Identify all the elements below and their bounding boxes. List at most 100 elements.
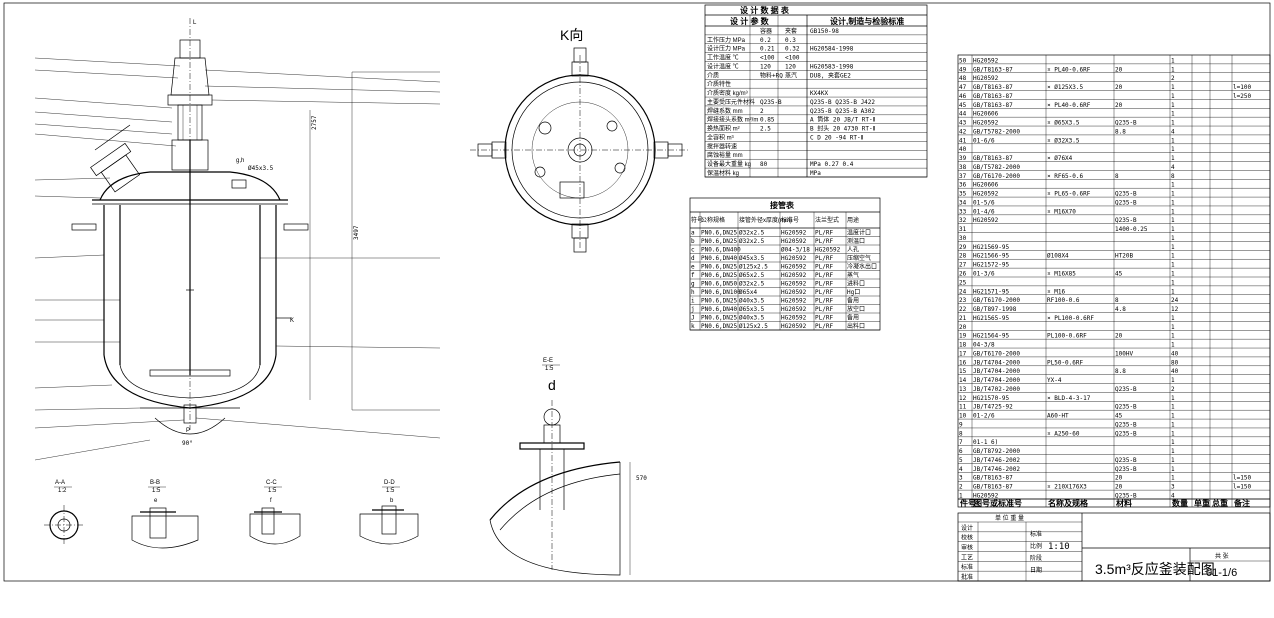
parts-cell: HG21566-95: [973, 253, 1010, 260]
nozzle-cell: 备用: [847, 297, 859, 305]
parts-cell: 5: [959, 457, 963, 464]
parts-cell: HG21570-95: [973, 395, 1010, 402]
parts-cell: 1: [1171, 315, 1175, 322]
nozzle-table-title: 接管表: [770, 200, 795, 210]
design-standard-value: HG20583-1998: [810, 63, 854, 70]
parts-cell: GB/T5782-2000: [973, 128, 1020, 135]
parts-cell: Q235-B: [1115, 457, 1137, 464]
parts-cell: 1: [1171, 226, 1175, 233]
parts-cell: 33: [959, 208, 967, 215]
design-vessel-value: 0.2: [760, 37, 771, 44]
design-jacket-value: 蒸汽: [785, 71, 797, 79]
parts-header: 数量: [1172, 498, 1188, 508]
parts-cell: 8: [1171, 173, 1175, 180]
nozzle-cell: PL/RF: [815, 323, 833, 330]
parts-cell: 23: [959, 297, 967, 304]
design-param-name: 保温材料 kg: [707, 169, 739, 177]
parts-cell: 13: [959, 386, 967, 393]
nozzle-cell: Ø40x3.5: [739, 298, 765, 305]
title-block-label: 审核: [961, 544, 973, 552]
parts-cell: GB/T8163-87: [973, 155, 1013, 162]
design-vessel-value: 2.5: [760, 126, 771, 133]
nozzle-cell: PL/RF: [815, 306, 833, 313]
nozzle-cell: Ø65x2.5: [739, 272, 765, 279]
nozzle-cell: PL/RF: [815, 289, 833, 296]
parts-cell: 24: [959, 288, 967, 295]
parts-cell: 10: [959, 413, 967, 420]
design-vessel-value: 2: [760, 108, 764, 115]
nozzle-cell: HG20592: [781, 264, 807, 271]
ee-view: E-E 1:5 d 570: [489, 358, 647, 576]
design-param-name: 工作温度 ℃: [707, 54, 739, 62]
nozzle-cell: Ø04-3/18: [781, 247, 810, 254]
design-standard-value: Q235-B Q235-B J422: [810, 99, 875, 106]
nozzle-cell: Ø125x2.5: [739, 264, 768, 271]
parts-cell: 1: [1171, 57, 1175, 64]
nozzle-cell: PL/RF: [815, 264, 833, 271]
parts-cell: 2: [959, 484, 963, 491]
support-lug-left: [71, 223, 97, 231]
nozzle-cell: HG20592: [781, 272, 807, 279]
parts-cell: 40: [1171, 350, 1179, 357]
leaders-left: [34, 57, 185, 461]
parts-cell: 35: [959, 191, 967, 198]
svg-text:E-E: E-E: [543, 358, 553, 364]
nozzle-cell: b: [691, 238, 695, 245]
design-standard-value: Q235-B Q235-B A302: [810, 108, 875, 115]
parts-cell: 1: [1171, 102, 1175, 109]
parts-cell: 1: [1171, 377, 1175, 384]
detail-cc: C-C 1:5 f: [249, 480, 301, 545]
design-param-name: 全容积 m³: [707, 133, 734, 141]
parts-cell: HG20592: [973, 57, 999, 64]
parts-cell: Q235-B: [1115, 217, 1137, 224]
parts-cell: 24: [1171, 297, 1179, 304]
svg-text:标准: 标准: [1030, 530, 1042, 538]
parts-cell: 4: [1171, 164, 1175, 171]
nozzle-cell: d: [691, 255, 695, 262]
parts-cell: 8.8: [1115, 368, 1126, 375]
sheet-head: 共 张: [1215, 552, 1229, 560]
parts-cell: 20: [1115, 475, 1123, 482]
parts-cell: GB/T8163-87: [973, 93, 1013, 100]
parts-cell: ¤ Ø32X3.5: [1047, 137, 1080, 144]
parts-cell: RF100-0.6: [1047, 297, 1080, 304]
svg-text:比例: 比例: [1030, 542, 1042, 550]
nozzle-cell: PN0.6,DN100: [701, 289, 741, 296]
main-p-label: P: [186, 428, 190, 434]
parts-cell: 50: [959, 57, 967, 64]
design-param-name: 焊接接头系数 m²/m: [707, 116, 758, 124]
svg-text:2757: 2757: [311, 115, 318, 130]
parts-cell: ¤ Ø76X4: [1047, 155, 1073, 162]
parts-cell: HG21571-95: [973, 288, 1010, 295]
note-45: Ø45x3.5: [248, 165, 274, 172]
parts-cell: l=150: [1233, 484, 1251, 491]
main-top-label: L: [193, 20, 197, 26]
parts-cell: 18: [959, 342, 967, 349]
parts-cell: HG20606: [973, 182, 999, 189]
svg-text:1:2: 1:2: [58, 488, 67, 494]
nozzle-cell: PN0.6,DN25: [701, 272, 738, 279]
parts-cell: GB/T8163-87: [973, 66, 1013, 73]
shell-bottom: [119, 364, 261, 399]
nozzle-cell: 冷凝水出口: [847, 263, 877, 271]
parts-cell: 37: [959, 173, 967, 180]
design-standard-value: B 封头 20 4730 RT-Ⅱ: [810, 125, 876, 133]
nozzle-cell: PN0.6,DN40: [701, 306, 738, 313]
parts-header: 备注: [1233, 498, 1250, 508]
nozzle-cell: 温度计口: [847, 229, 871, 237]
nozzle-cell: HG20592: [781, 255, 807, 262]
parts-cell: 34: [959, 199, 967, 206]
nozzle-cell: PL/RF: [815, 255, 833, 262]
design-param-name: 主要受压元件材料: [707, 98, 755, 106]
parts-cell: 3: [1171, 484, 1175, 491]
svg-text:b: b: [390, 498, 394, 504]
parts-cell: GB/T8163-87: [973, 84, 1013, 91]
nozzle-cell: PL/RF: [815, 238, 833, 245]
ee-flange: [519, 442, 585, 450]
design-vessel-value: 容器: [760, 27, 772, 35]
nozzle-cell: PN0.6,DN25: [701, 315, 738, 322]
parts-cell: ¤ PL40-0.6RF: [1047, 66, 1091, 73]
design-standard-value: A 筒体 20 JB/T RT-Ⅱ: [810, 116, 876, 124]
nozzle-g: [231, 179, 247, 189]
nozzle-cell: i: [691, 298, 695, 305]
